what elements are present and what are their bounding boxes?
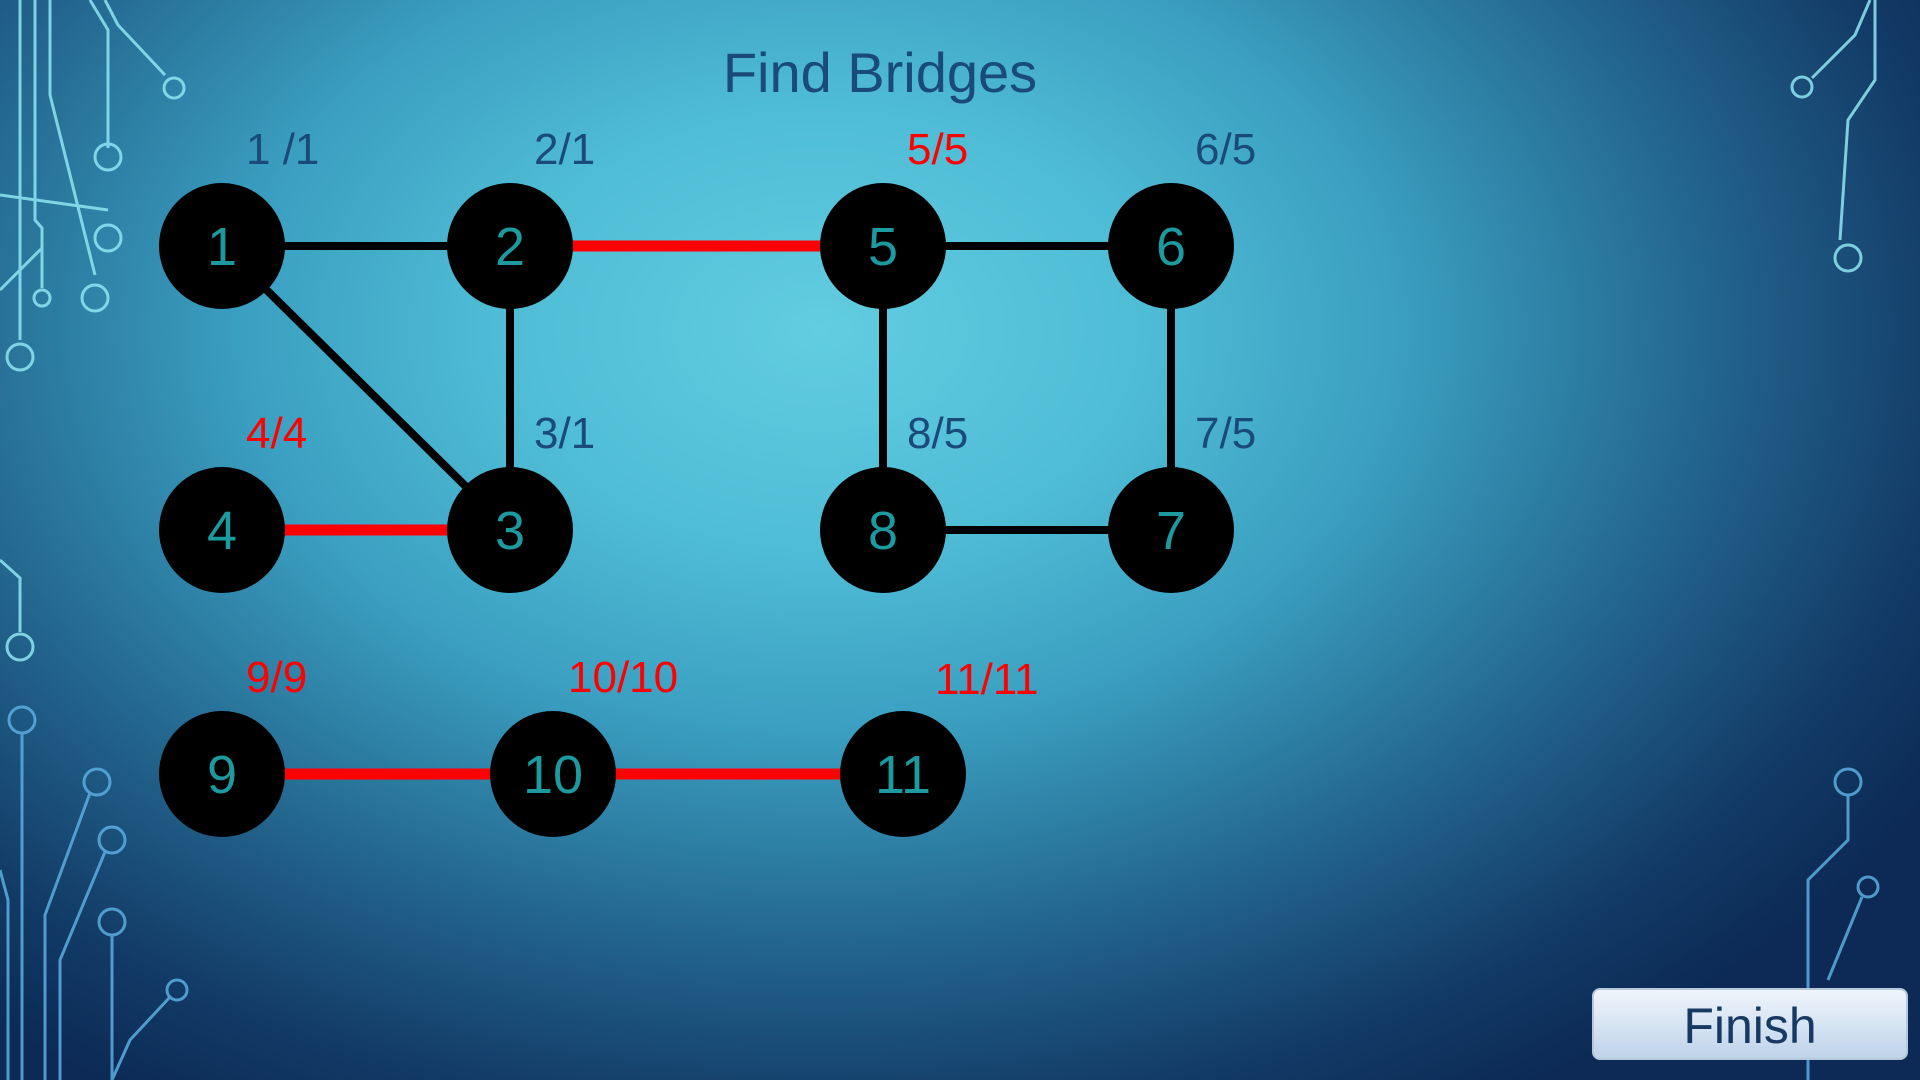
node-4: 4 — [159, 467, 285, 593]
node-circle — [159, 711, 285, 837]
dfs-label-node-6: 6/5 — [1195, 125, 1257, 174]
finish-button[interactable]: Finish — [1592, 988, 1908, 1060]
node-10: 10 — [490, 711, 616, 837]
dfs-label-node-11: 11/11 — [935, 655, 1039, 704]
dfs-label-node-5: 5/5 — [907, 125, 969, 174]
node-circle — [820, 183, 946, 309]
dfs-label-node-8: 8/5 — [907, 409, 969, 458]
dfs-label-node-4: 4/4 — [246, 409, 308, 458]
dfs-label-node-3: 3/1 — [534, 409, 596, 458]
edge-1-3 — [219, 243, 513, 533]
node-label: 10 — [523, 745, 583, 805]
nodes-layer: 1 2 3 4 5 6 7 8 9 10 11 — [159, 183, 1234, 837]
page-title: Find Bridges — [722, 41, 1038, 104]
node-5: 5 — [820, 183, 946, 309]
node-circle — [490, 711, 616, 837]
dfs-label-node-1: 1 /1 — [246, 125, 320, 174]
dfs-label-node-10: 10/10 — [568, 653, 679, 702]
node-circle — [159, 467, 285, 593]
node-1: 1 — [159, 183, 285, 309]
node-3: 3 — [447, 467, 573, 593]
node-6: 6 — [1108, 183, 1234, 309]
node-label: 5 — [868, 217, 898, 277]
node-circle — [447, 183, 573, 309]
node-circle — [840, 711, 966, 837]
node-label: 7 — [1156, 501, 1186, 561]
node-circle — [1108, 183, 1234, 309]
node-circle — [159, 183, 285, 309]
node-label: 3 — [495, 501, 525, 561]
node-label: 6 — [1156, 217, 1186, 277]
node-8: 8 — [820, 467, 946, 593]
node-circle — [820, 467, 946, 593]
node-9: 9 — [159, 711, 285, 837]
node-label: 2 — [495, 217, 525, 277]
node-label: 4 — [207, 501, 237, 561]
node-2: 2 — [447, 183, 573, 309]
node-label: 1 — [207, 217, 237, 277]
dfs-label-node-2: 2/1 — [534, 125, 596, 174]
node-7: 7 — [1108, 467, 1234, 593]
node-circle — [1108, 467, 1234, 593]
node-label: 11 — [875, 745, 931, 805]
dfs-label-node-9: 9/9 — [246, 653, 308, 702]
dfs-label-node-7: 7/5 — [1195, 409, 1257, 458]
node-circle — [447, 467, 573, 593]
node-label: 9 — [207, 745, 237, 805]
node-label: 8 — [868, 501, 898, 561]
node-11: 11 — [840, 711, 966, 837]
